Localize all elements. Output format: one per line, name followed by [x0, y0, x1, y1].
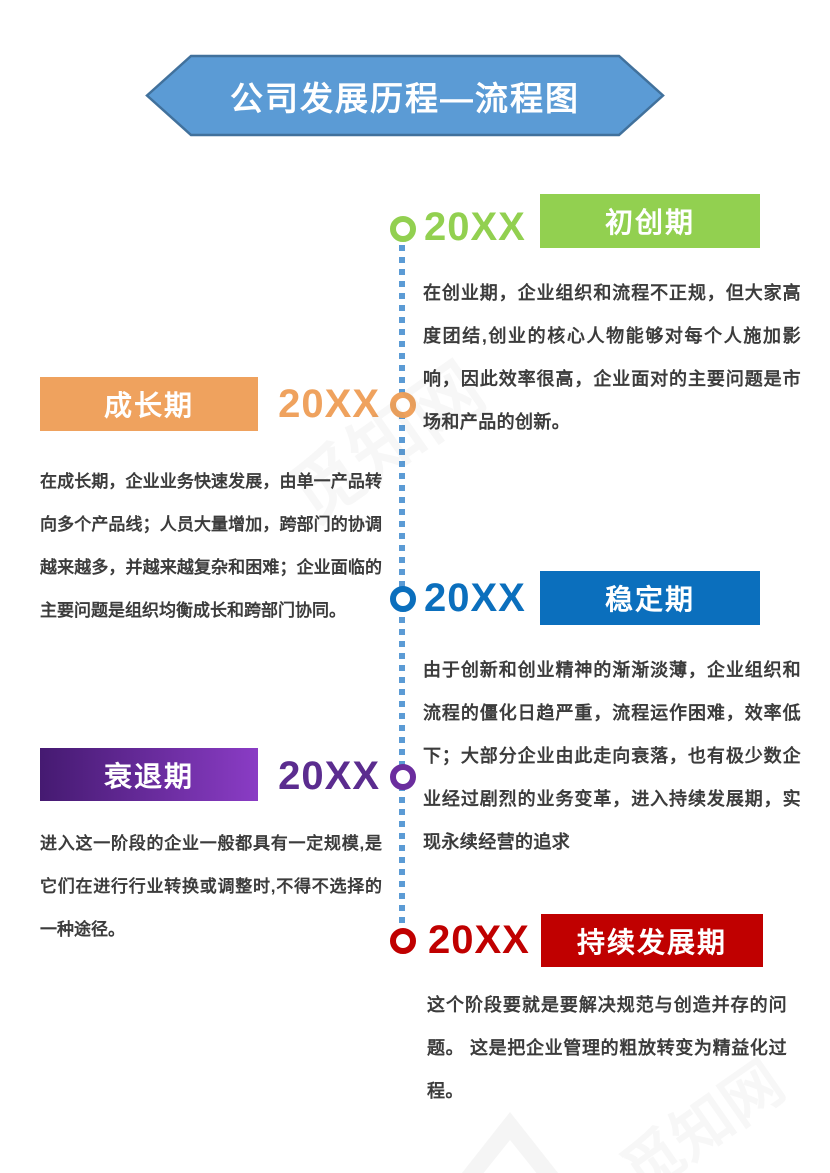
title-banner-hexagon [145, 54, 665, 137]
stage-label-sustain-text: 持续发展期 [576, 926, 727, 958]
timeline-node-circle-growth [390, 392, 416, 418]
stage-label-stable-text: 稳定期 [604, 584, 695, 615]
stage-year-decline: 20XX [278, 754, 380, 798]
stage-year-sustain: 20XX [428, 918, 530, 962]
stage-year-stable: 20XX [424, 576, 526, 620]
timeline-node-circle-stable [390, 586, 416, 612]
timeline-node-circle-decline [390, 764, 416, 790]
stage-label-startup-text: 初创期 [604, 207, 695, 238]
stage-label-decline-text: 衰退期 [103, 760, 194, 792]
stage-label-growth: 成长期 [40, 377, 258, 431]
timeline-dotted-line [399, 233, 405, 930]
page-title: 公司发展历程—流程图 [230, 79, 580, 117]
stage-description-sustain: 这个阶段要就是要解决规范与创造并存的问题。 这是把企业管理的粗放转变为精益化过程… [427, 995, 787, 1101]
stage-description-stable: 由于创新和创业精神的渐渐淡薄，企业组织和流程的僵化日趋严重，流程运作困难，效率低… [423, 660, 801, 852]
watermark-logo-triangle [458, 1112, 562, 1173]
timeline-node-circle-sustain [390, 928, 416, 954]
timeline-node-circle-startup [390, 216, 416, 242]
stage-label-growth-text: 成长期 [103, 390, 194, 421]
stage-description-growth: 在成长期，企业业务快速发展，由单一产品转向多个产品线；人员大量增加，跨部门的协调… [40, 472, 382, 620]
stage-label-stable: 稳定期 [540, 571, 760, 625]
stage-label-sustain: 持续发展期 [541, 914, 763, 967]
stage-label-startup: 初创期 [540, 194, 760, 248]
stage-label-decline: 衰退期 [40, 748, 258, 801]
stage-description-startup: 在创业期，企业组织和流程不正规，但大家高度团结,创业的核心人物能够对每个人施加影… [423, 283, 801, 432]
watermark-logo-triangle-inner [478, 1140, 542, 1173]
stage-description-decline: 进入这一阶段的企业一般都具有一定规模,是它们在进行行业转换或调整时,不得不选择的… [40, 834, 382, 939]
stage-year-startup: 20XX [424, 205, 526, 249]
stage-year-growth: 20XX [278, 382, 380, 426]
